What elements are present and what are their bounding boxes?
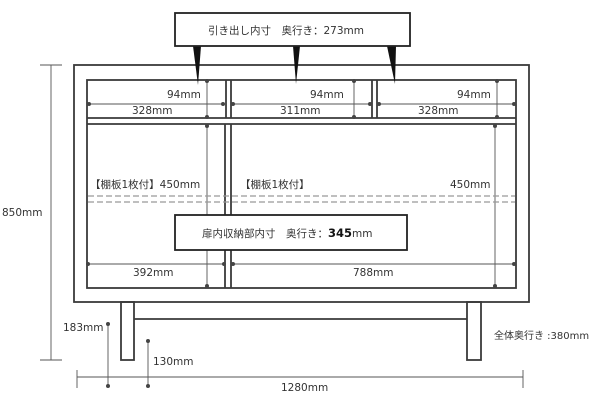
drawer-depth-label: 引き出し内寸 奥行き：273mm — [208, 24, 364, 37]
drawer-3-height: 94mm — [457, 89, 491, 101]
right-width-label: 788mm — [353, 267, 394, 279]
height-label: 850mm — [2, 207, 43, 219]
drawer-3-width: 328mm — [418, 105, 459, 117]
overall-depth-label: 全体奥行き :380mm — [494, 329, 589, 342]
right-shelf-label: 【棚板1枚付】 — [240, 178, 310, 191]
stretcher-height-label: 130mm — [153, 356, 194, 368]
leg-height-label: 183mm — [63, 322, 104, 334]
left-shelf-label: 【棚板1枚付】450mm — [90, 178, 200, 191]
cabinet-outer-frame — [73, 64, 530, 303]
door-depth-callout: 扉内収納部内寸 奥行き：345mm — [174, 214, 408, 251]
drawer-1-height: 94mm — [167, 89, 201, 101]
drawer-dimensions-1: 94mm 328mm — [87, 79, 225, 119]
right-leg — [466, 301, 482, 361]
drawer-1-width: 328mm — [132, 105, 173, 117]
width-label: 1280mm — [281, 382, 328, 394]
left-width-label: 392mm — [133, 267, 174, 279]
svg-text:扉内収納部内寸 奥行き：345mm: 扉内収納部内寸 奥行き：345mm — [202, 226, 372, 240]
drawer-2-height: 94mm — [310, 89, 344, 101]
drawer-dimensions-2: 94mm 311mm — [231, 79, 372, 119]
left-leg — [120, 301, 135, 361]
drawer-2-width: 311mm — [280, 105, 321, 117]
drawer-dimensions-3: 94mm 328mm — [377, 79, 516, 119]
height-dimension: 850mm — [2, 64, 62, 361]
right-height-label: 450mm — [450, 179, 491, 191]
drawer-depth-callout: 引き出し内寸 奥行き：273mm — [174, 12, 411, 85]
cabinet-inner-frame — [86, 79, 517, 289]
